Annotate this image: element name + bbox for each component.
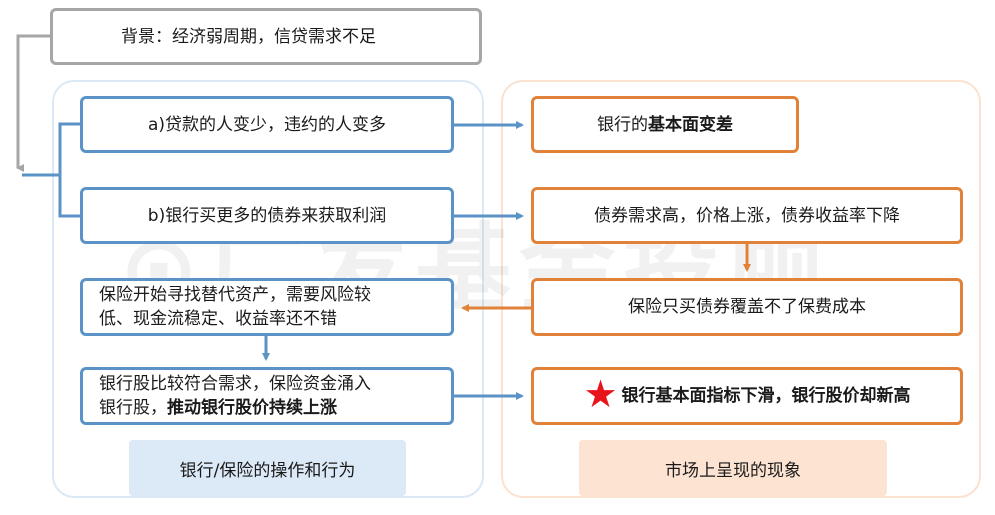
node-insurance-cost: 保险只买债券覆盖不了保费成本 [531,278,963,336]
insurance-line-1: 保险开始寻找替代资产，需要风险较 [99,285,371,305]
left-panel-label: 银行/保险的操作和行为 [129,440,406,496]
node-insurance-alternatives: 保险开始寻找替代资产，需要风险较 低、现金流稳定、收益率还不错 [80,278,454,336]
bond-demand-text: 债券需求高，价格上涨，债券收益率下降 [594,205,900,226]
left-panel-label-text: 银行/保险的操作和行为 [179,460,356,481]
insurance-line-2: 低、现金流稳定、收益率还不错 [99,309,337,329]
bankstock-line-1: 银行股比较符合需求，保险资金涌入 [99,374,371,394]
background-connector [16,34,50,172]
bankstock-line-2: 银行股，推动银行股价持续上涨 [99,396,371,420]
node-a-loans: a)贷款的人变少，违约的人变多 [80,96,454,153]
node-a-text: a)贷款的人变少，违约的人变多 [147,114,387,135]
insurance-cost-text: 保险只买债券覆盖不了保费成本 [628,297,866,317]
right-panel-label: 市场上呈现的现象 [579,440,887,496]
fundamentals-bold: 基本面变差 [648,114,733,135]
node-bank-stocks: 银行股比较符合需求，保险资金涌入 银行股，推动银行股价持续上涨 [80,367,454,425]
node-b-bonds: b)银行买更多的债券来获取利润 [80,187,454,244]
fundamentals-plain: 银行的 [597,114,648,135]
node-fundamentals: 银行的基本面变差 [531,96,799,153]
star-icon: ★ [583,372,618,416]
fundamentals-text: 银行的基本面变差 [597,113,733,137]
bankstock-line-2-bold: 推动银行股价持续上涨 [167,398,337,418]
right-panel [501,80,981,498]
background-text: 背景：经济弱周期，信贷需求不足 [121,26,376,47]
phenomenon-text: 银行基本面指标下滑，银行股价却新高 [621,386,911,406]
node-bond-demand: 债券需求高，价格上涨，债券收益率下降 [531,187,963,244]
right-panel-label-text: 市场上呈现的现象 [665,460,801,481]
left-panel [52,80,484,498]
background-box: 背景：经济弱周期，信贷需求不足 [50,8,482,65]
node-b-text: b)银行买更多的债券来获取利润 [147,205,387,226]
node-phenomenon: ★ 银行基本面指标下滑，银行股价却新高 [531,367,963,425]
bankstock-line-2-plain: 银行股， [99,398,167,418]
